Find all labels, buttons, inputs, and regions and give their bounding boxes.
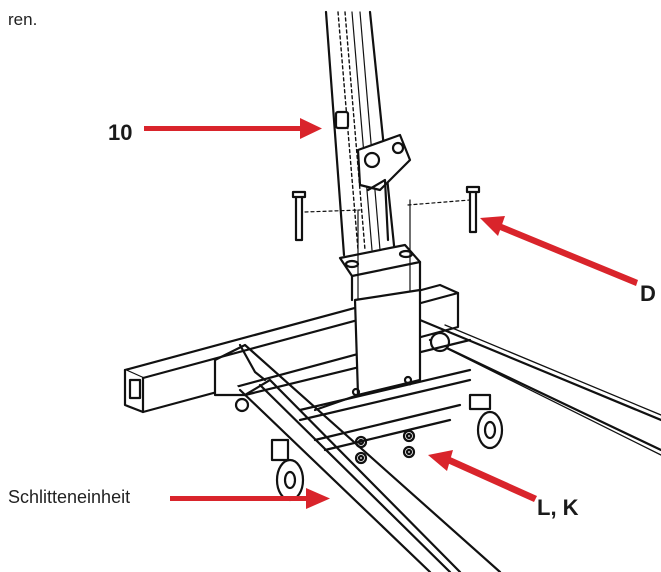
arrow-sled	[170, 488, 330, 509]
arrow-d	[480, 216, 638, 286]
label-part-lk: L, K	[537, 495, 579, 520]
callout-arrows	[144, 118, 638, 509]
boom-mast	[324, 10, 412, 257]
label-part-10: 10	[108, 120, 133, 145]
label-sled-unit: Schlitteneinheit	[8, 487, 131, 507]
right-leg	[418, 318, 661, 456]
arrow-10	[144, 118, 322, 139]
label-part-d: D	[640, 281, 656, 306]
left-leg	[213, 343, 502, 572]
text-fragment: ren.	[8, 10, 38, 29]
arrow-lk	[428, 450, 537, 502]
mast-base-plate	[338, 243, 422, 302]
sled-unit	[238, 288, 472, 572]
